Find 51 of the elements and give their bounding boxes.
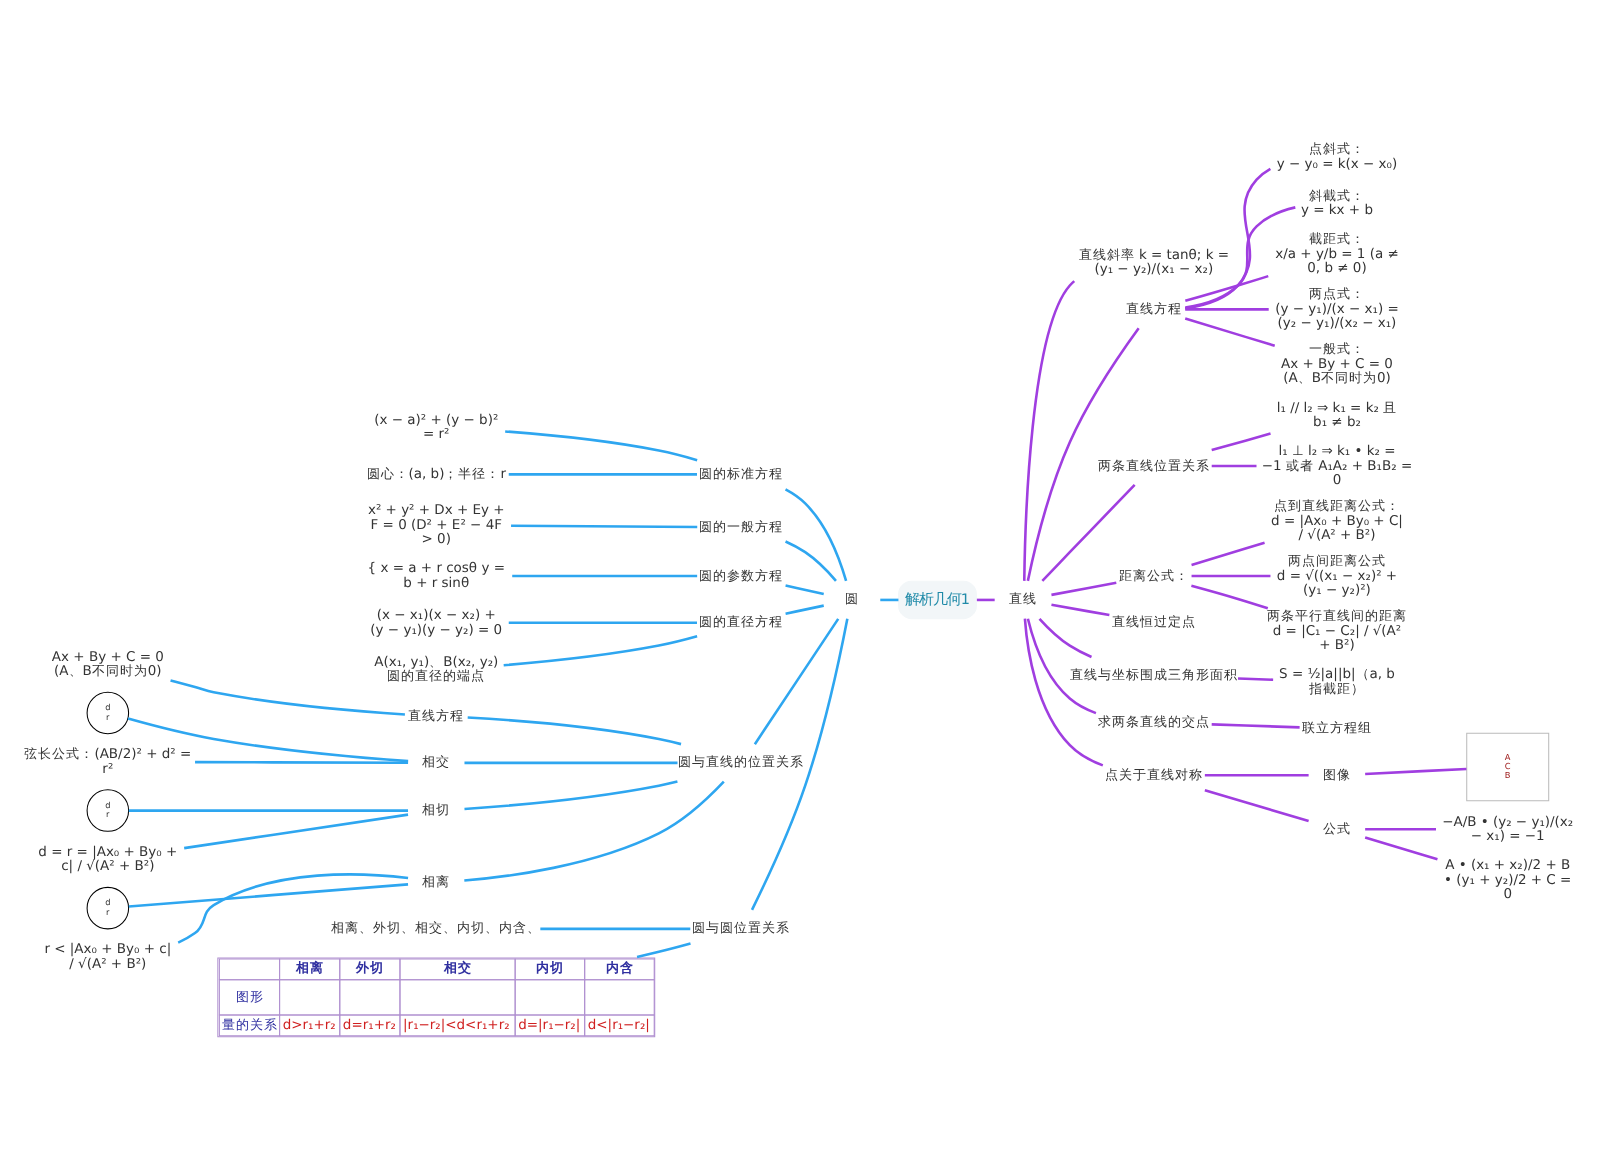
- connector: [177, 873, 409, 944]
- connector: [511, 524, 698, 529]
- connector: [503, 635, 698, 667]
- connector: [636, 942, 691, 959]
- connector: [464, 761, 678, 765]
- connector: [1026, 327, 1140, 582]
- connector: [467, 716, 682, 746]
- connector: [464, 780, 678, 811]
- connector: [1184, 274, 1269, 303]
- connector: [1365, 767, 1467, 776]
- connector: [1237, 677, 1274, 682]
- connector: [127, 717, 409, 763]
- connector: [1185, 308, 1269, 311]
- connector: [1211, 464, 1257, 468]
- connector: [1041, 483, 1136, 582]
- connector: [1191, 574, 1271, 578]
- connector: [1204, 788, 1309, 823]
- connector: [785, 584, 824, 596]
- connector: [540, 927, 691, 931]
- connector: [128, 809, 409, 812]
- connector: [512, 574, 698, 578]
- connector: [1211, 432, 1271, 452]
- connector: [128, 883, 409, 908]
- connector: [1211, 723, 1300, 729]
- connector: [1022, 280, 1076, 581]
- connector: [1185, 206, 1296, 309]
- connector: [1365, 827, 1436, 831]
- connector: [880, 598, 899, 602]
- connector: [170, 679, 405, 716]
- connector: [1204, 774, 1309, 777]
- connector: [1191, 584, 1269, 610]
- connector: [1191, 541, 1265, 567]
- connector: [1184, 167, 1272, 310]
- connector: [1184, 317, 1276, 347]
- connector: [464, 780, 725, 882]
- connector: [1051, 603, 1110, 617]
- connector: [785, 540, 837, 582]
- connector: [1364, 836, 1438, 861]
- connector: [183, 813, 409, 850]
- connector: [1051, 581, 1117, 597]
- connector: [1038, 617, 1093, 659]
- connector: [508, 473, 697, 476]
- connector: [784, 488, 848, 582]
- connector: [505, 430, 698, 462]
- connector: [753, 618, 840, 745]
- connector: [785, 604, 824, 615]
- connector: [750, 618, 849, 911]
- connector: [508, 621, 697, 625]
- connector: [1026, 618, 1097, 715]
- connector: [1023, 618, 1104, 767]
- connector: [195, 760, 409, 765]
